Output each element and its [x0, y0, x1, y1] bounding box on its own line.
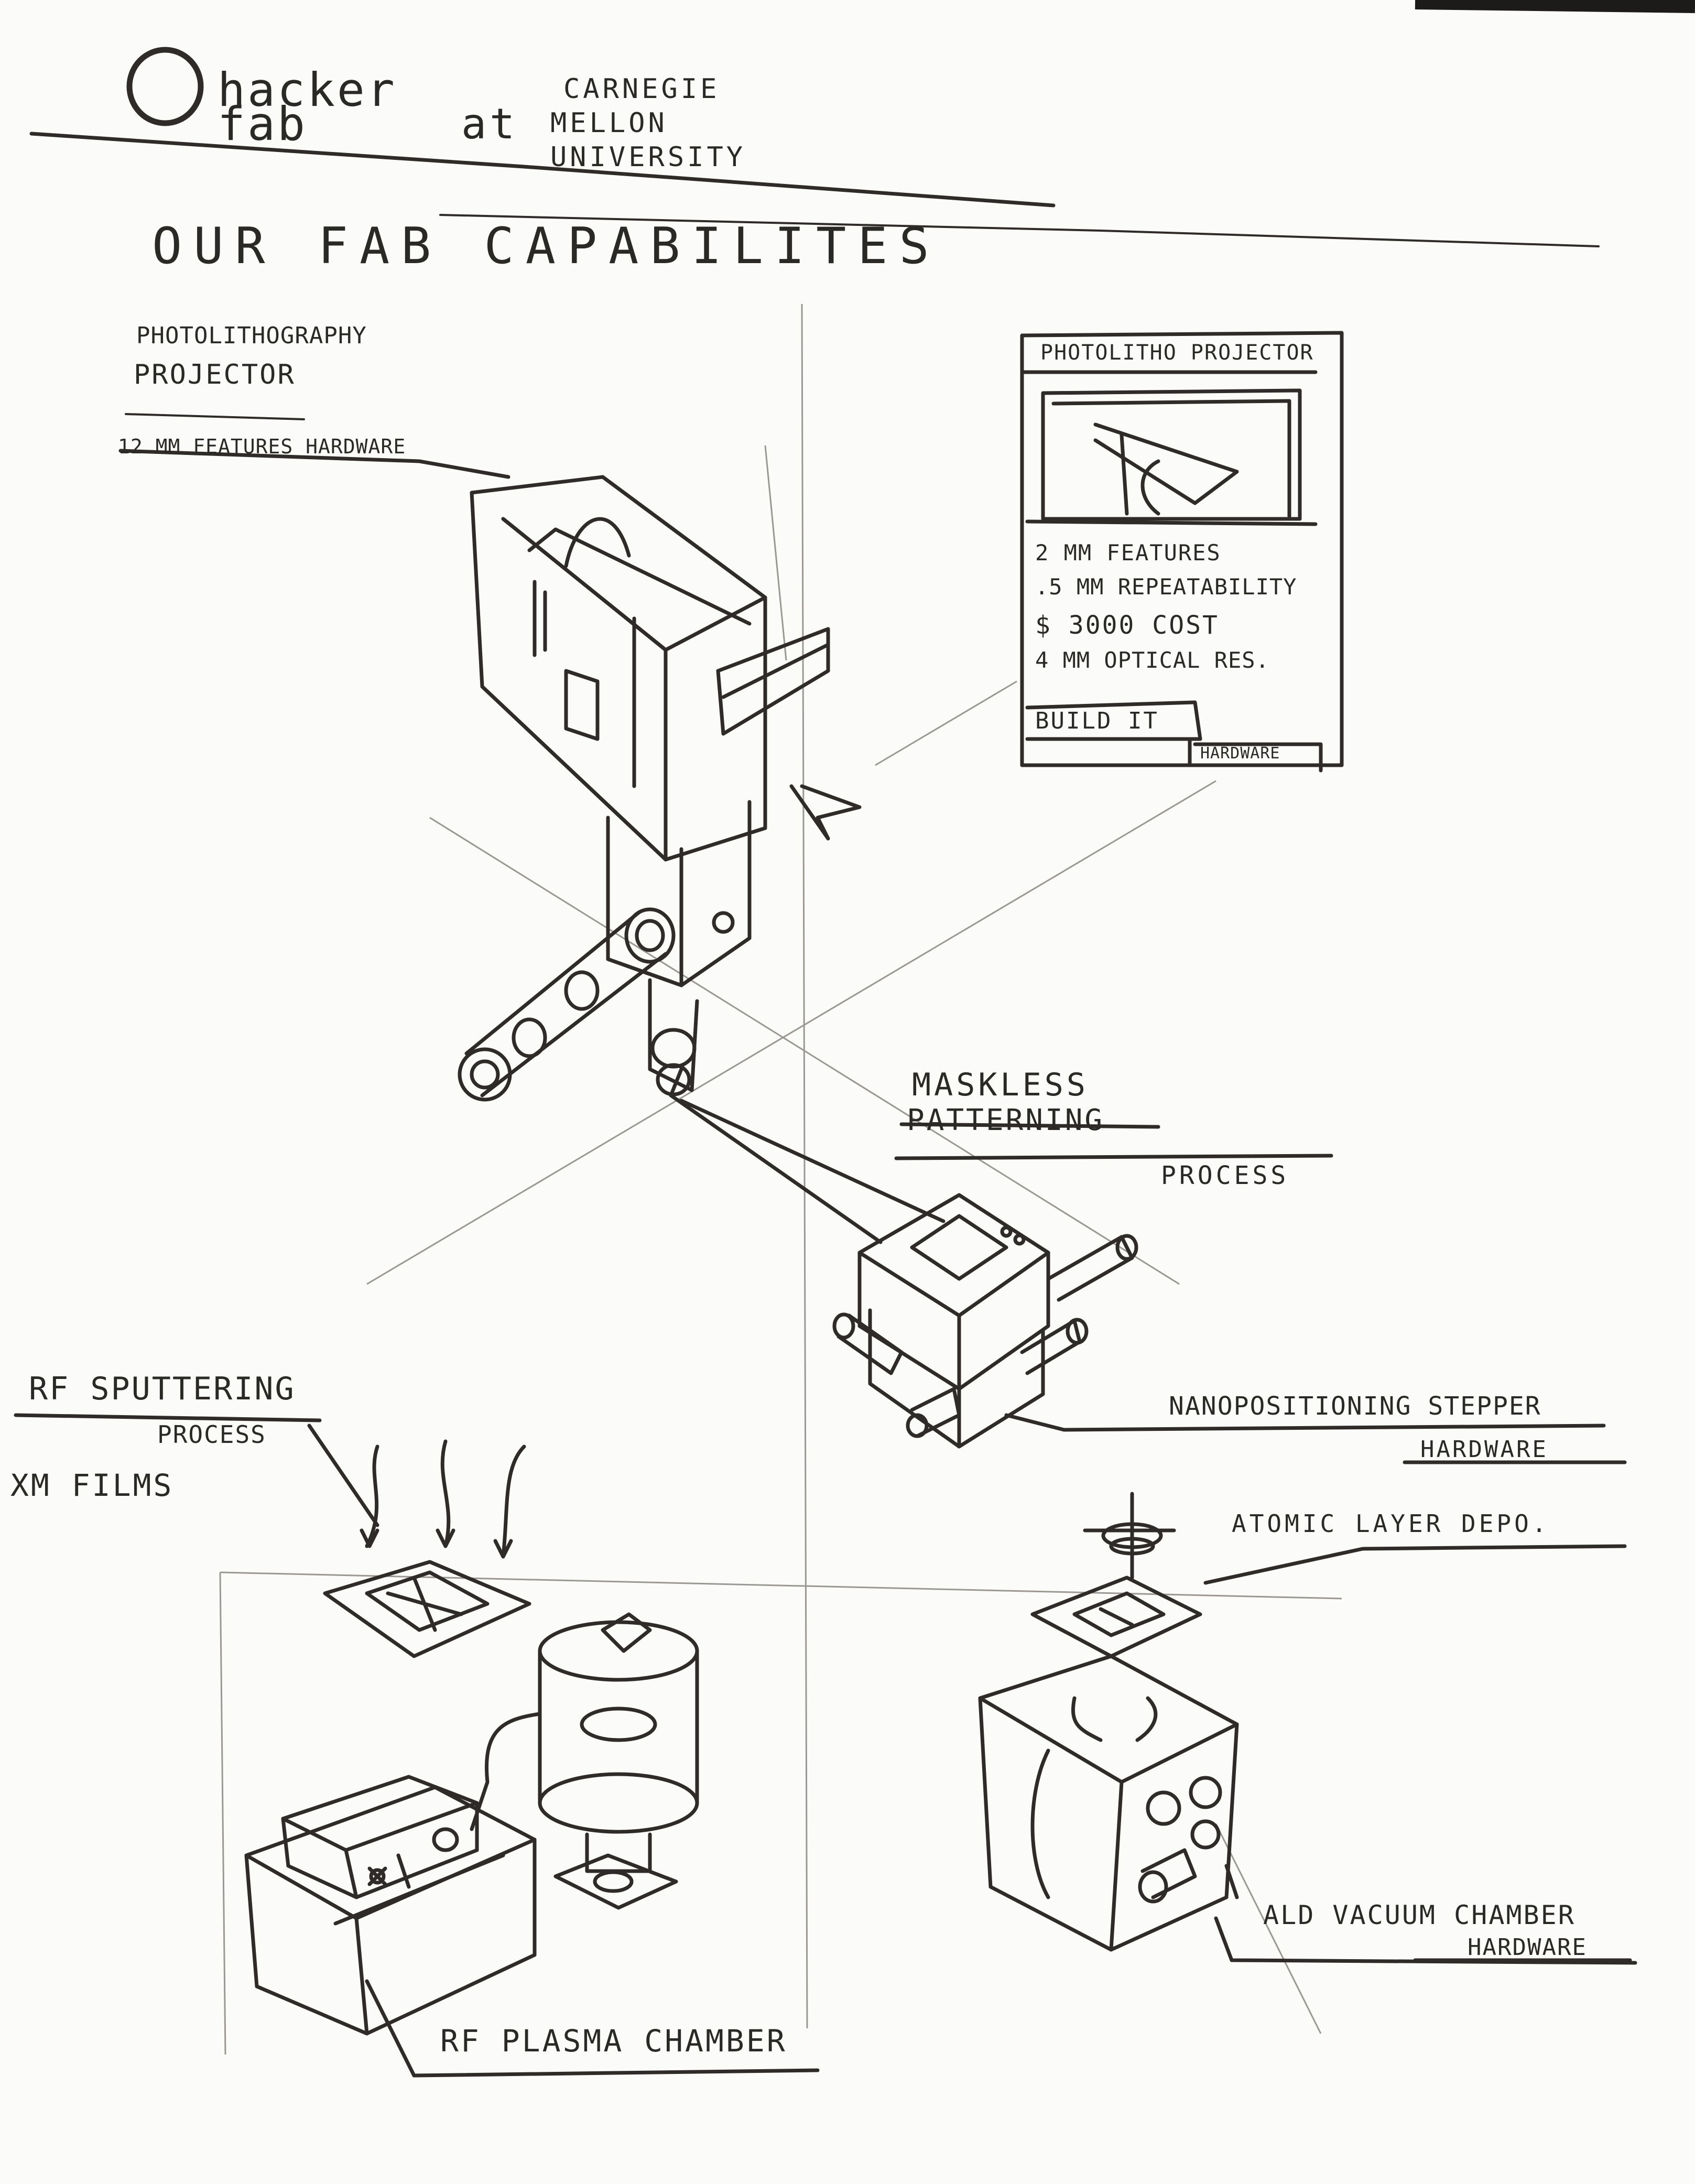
sputter-sketch [309, 1426, 529, 1656]
ald-chamber-sketch [980, 1656, 1237, 1950]
photolitho-label-line3: 12 MM FEATURES HARDWARE [118, 435, 406, 458]
university-line3: UNIVERSITY [550, 142, 746, 173]
header-at: at [461, 100, 518, 148]
maskless-leader2 [681, 1101, 943, 1221]
photolitho-rule [126, 414, 304, 419]
ald-rule [1205, 1546, 1625, 1583]
ald-chamber-label-line1: ALD VACUUM CHAMBER [1263, 1900, 1576, 1930]
ald-label: ATOMIC LAYER DEPO. [1232, 1509, 1550, 1538]
logo-circle [129, 50, 201, 123]
rf-sputter-label-line2: PROCESS [157, 1420, 266, 1449]
ald-sketch [1033, 1494, 1200, 1656]
process-rule [896, 1156, 1331, 1158]
panel-spec-4: 4 µm OPTICAL RES. [1035, 647, 1269, 673]
panel-spec-2: .5 µm REPEATABILITY [1035, 574, 1297, 600]
rf-plasma-label: RF PLASMA CHAMBER [440, 2023, 787, 2059]
university-line1: CARNEGIE [563, 73, 720, 105]
stepper-label-line2: HARDWARE [1420, 1436, 1548, 1463]
maskless-label-line2: PATTERNING [907, 1103, 1104, 1137]
header-rule [31, 134, 1053, 205]
maskless-label-line3: PROCESS [1161, 1161, 1289, 1190]
rf-plasma-rule [414, 2070, 818, 2076]
rf-sputter-label-line1: RF SPUTTERING [29, 1371, 296, 1407]
plasma-chamber-sketch [246, 1614, 697, 2034]
scan-edge [1415, 3, 1695, 6]
maskless-label-line1: MASKLESS [912, 1067, 1089, 1103]
maskless-leader [671, 1095, 881, 1242]
projector-sketch [460, 477, 860, 1100]
panel-hardware-tag: HARDWARE [1200, 744, 1280, 763]
panel-spec-1: 2 µm FEATURES [1035, 540, 1221, 566]
panel-title: PHOTOLITHO PROJECTOR [1040, 341, 1314, 365]
page-title: OUR FAB CAPABILITES [152, 218, 941, 275]
stepper-sketch [834, 1195, 1136, 1447]
stepper-label-line1: NANOPOSITIONING STEPPER [1169, 1392, 1541, 1421]
panel-build-button[interactable]: BUILD IT [1035, 708, 1159, 734]
rf-sputter-label-line3: XM FILMS [10, 1468, 173, 1503]
brand-name-line2: fab [218, 97, 307, 151]
ald-chamber-label-line2: HARDWARE [1468, 1934, 1587, 1961]
rf-sputter-rule [16, 1415, 320, 1420]
university-line2: MELLON [550, 107, 668, 139]
photolitho-label-line2: PROJECTOR [134, 359, 296, 390]
panel-spec-3: $ 3000 COST [1035, 611, 1219, 640]
photolitho-label-line1: PHOTOLITHOGRAPHY [136, 322, 367, 349]
